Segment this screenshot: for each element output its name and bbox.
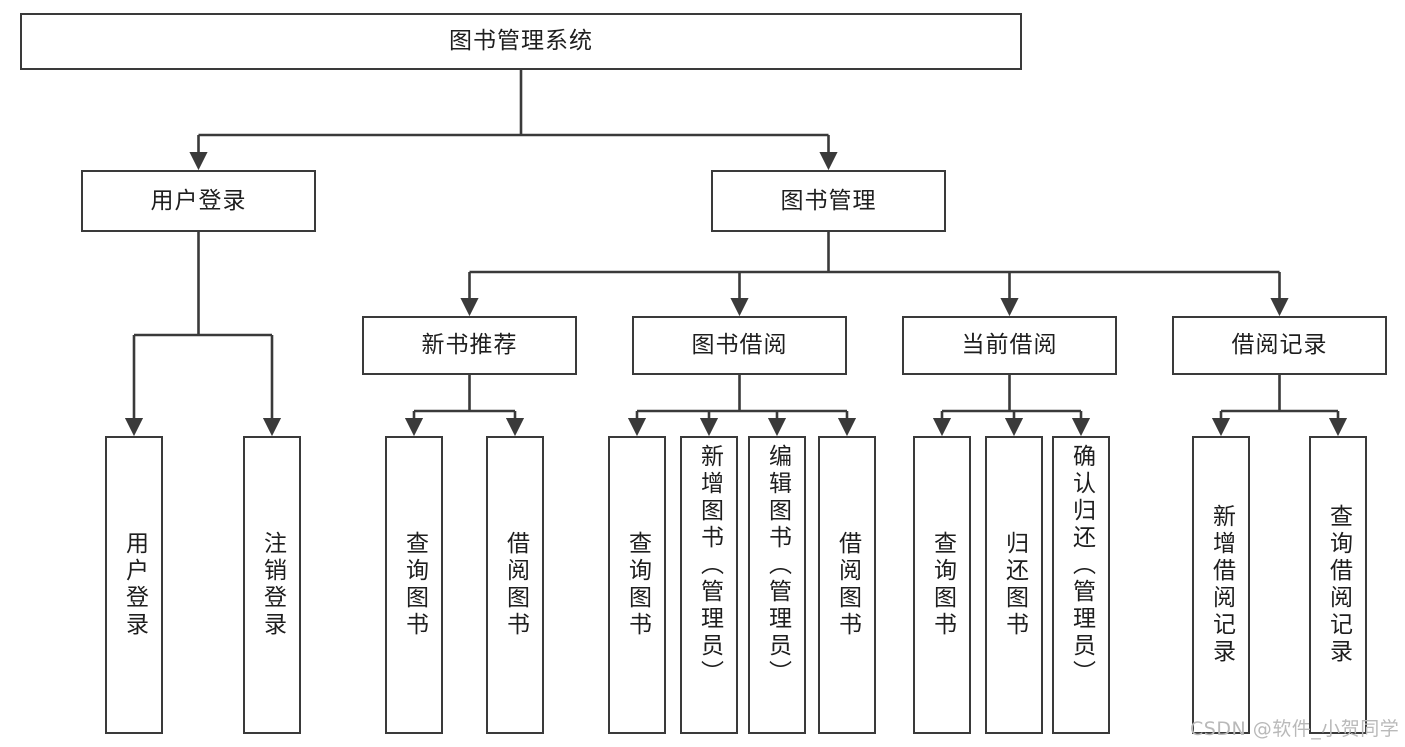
leaf-add-record[interactable]: 新增借阅记录: [1192, 436, 1250, 734]
leaf-query-book-1-label: 查询图书: [401, 531, 428, 639]
leaf-edit-book-label: 编辑图书（管理员）: [764, 444, 791, 687]
node-root-label: 图书管理系统: [449, 28, 593, 55]
node-user-login[interactable]: 用户登录: [81, 170, 316, 232]
node-borrow-record[interactable]: 借阅记录: [1172, 316, 1387, 375]
leaf-edit-book[interactable]: 编辑图书（管理员）: [748, 436, 806, 734]
leaf-query-book-2[interactable]: 查询图书: [608, 436, 666, 734]
node-book-borrow-label: 图书借阅: [691, 332, 788, 359]
node-new-book-rec-label: 新书推荐: [421, 332, 518, 359]
leaf-user-login-label: 用户登录: [121, 531, 148, 639]
node-borrow-record-label: 借阅记录: [1231, 332, 1328, 359]
node-root[interactable]: 图书管理系统: [20, 13, 1022, 70]
leaf-logout[interactable]: 注销登录: [243, 436, 301, 734]
leaf-add-book-label: 新增图书（管理员）: [696, 444, 723, 687]
node-book-manage-label: 图书管理: [780, 187, 877, 214]
node-book-manage[interactable]: 图书管理: [711, 170, 946, 232]
leaf-borrow-book-2[interactable]: 借阅图书: [818, 436, 876, 734]
leaf-confirm-return-label: 确认归还（管理员）: [1068, 444, 1095, 687]
leaf-query-record[interactable]: 查询借阅记录: [1309, 436, 1367, 734]
leaf-logout-label: 注销登录: [259, 531, 286, 639]
node-user-login-label: 用户登录: [150, 187, 247, 214]
leaf-query-book-3[interactable]: 查询图书: [913, 436, 971, 734]
watermark: CSDN @软件_小贺同学: [1190, 718, 1400, 740]
leaf-return-book-label: 归还图书: [1001, 531, 1028, 639]
leaf-borrow-book-1[interactable]: 借阅图书: [486, 436, 544, 734]
leaf-query-record-label: 查询借阅记录: [1325, 504, 1352, 666]
leaf-query-book-3-label: 查询图书: [929, 531, 956, 639]
leaf-confirm-return[interactable]: 确认归还（管理员）: [1052, 436, 1110, 734]
leaf-add-record-label: 新增借阅记录: [1208, 504, 1235, 666]
leaf-add-book[interactable]: 新增图书（管理员）: [680, 436, 738, 734]
node-current-borrow[interactable]: 当前借阅: [902, 316, 1117, 375]
leaf-query-book-2-label: 查询图书: [624, 531, 651, 639]
leaf-borrow-book-2-label: 借阅图书: [834, 531, 861, 639]
leaf-borrow-book-1-label: 借阅图书: [502, 531, 529, 639]
leaf-user-login[interactable]: 用户登录: [105, 436, 163, 734]
node-new-book-rec[interactable]: 新书推荐: [362, 316, 577, 375]
leaf-query-book-1[interactable]: 查询图书: [385, 436, 443, 734]
node-current-borrow-label: 当前借阅: [961, 332, 1058, 359]
node-book-borrow[interactable]: 图书借阅: [632, 316, 847, 375]
leaf-return-book[interactable]: 归还图书: [985, 436, 1043, 734]
